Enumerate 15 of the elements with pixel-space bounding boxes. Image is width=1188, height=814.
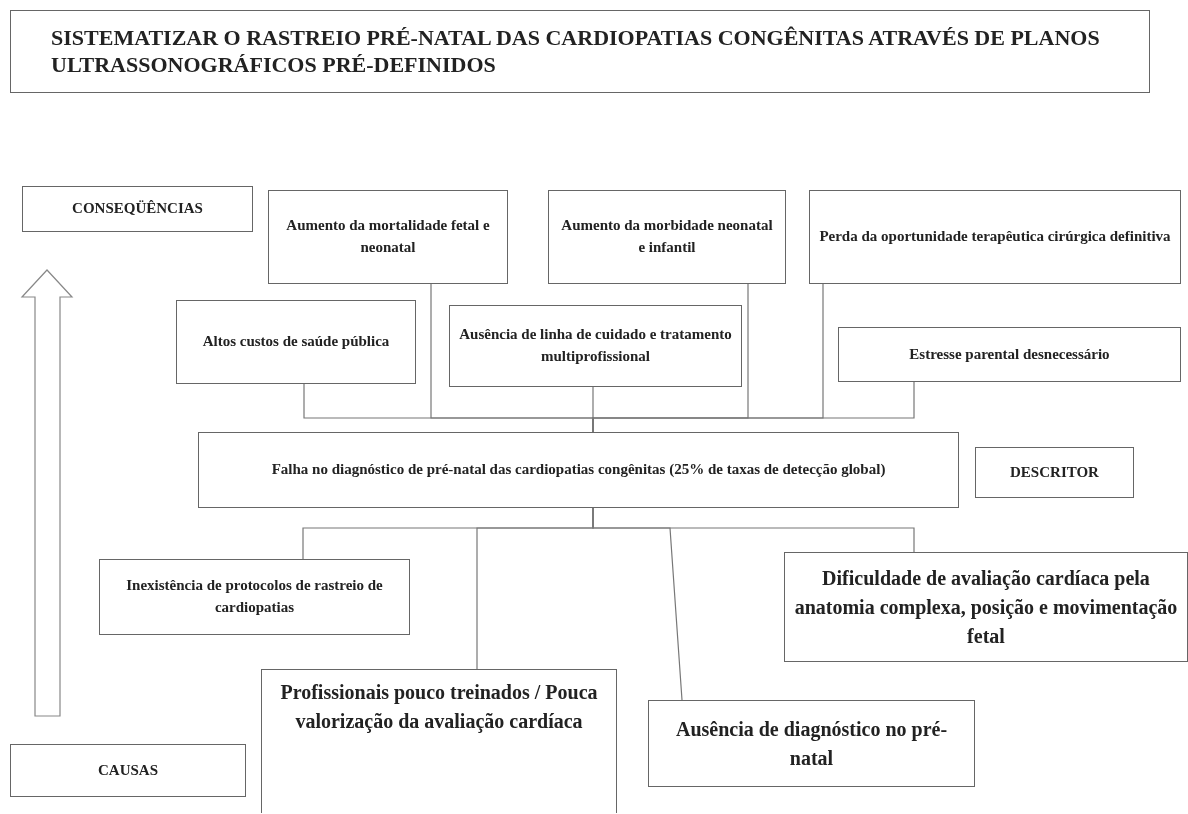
consequence-box: Aumento da morbidade neonatal e infantil	[548, 190, 786, 284]
cause-box: Ausência de diagnóstico no pré-natal	[648, 700, 975, 787]
title: SISTEMATIZAR O RASTREIO PRÉ-NATAL DAS CARDIOPATIAS CONGÊNITAS ATRAVÉS DE PLANOS ULTRASSONOGRÁFICOS PRÉ-DEFINIDOS	[10, 10, 1150, 93]
consequence-box: Estresse parental desnecessário	[838, 327, 1181, 382]
consequence-box: Aumento da mortalidade fetal e neonatal	[268, 190, 508, 284]
cause-box: Inexistência de protocolos de rastreio de cardiopatias	[99, 559, 410, 635]
section-heading: DESCRITOR	[975, 447, 1134, 498]
consequence-box: Altos custos de saúde pública	[176, 300, 416, 384]
consequence-box: Ausência de linha de cuidado e tratamento multiprofissional	[449, 305, 742, 387]
section-heading: CONSEQÜÊNCIAS	[22, 186, 253, 232]
cause-box: Dificuldade de avaliação cardíaca pela anatomia complexa, posição e movimentação fetal	[784, 552, 1188, 662]
section-heading: CAUSAS	[10, 744, 246, 797]
consequence-box: Perda da oportunidade terapêutica cirúrgica definitiva	[809, 190, 1181, 284]
cause-box: Profissionais pouco treinados / Pouca valorização da avaliação cardíaca	[261, 669, 617, 813]
descriptor-box: Falha no diagnóstico de pré-natal das cardiopatias congênitas (25% de taxas de detecção global)	[198, 432, 959, 508]
